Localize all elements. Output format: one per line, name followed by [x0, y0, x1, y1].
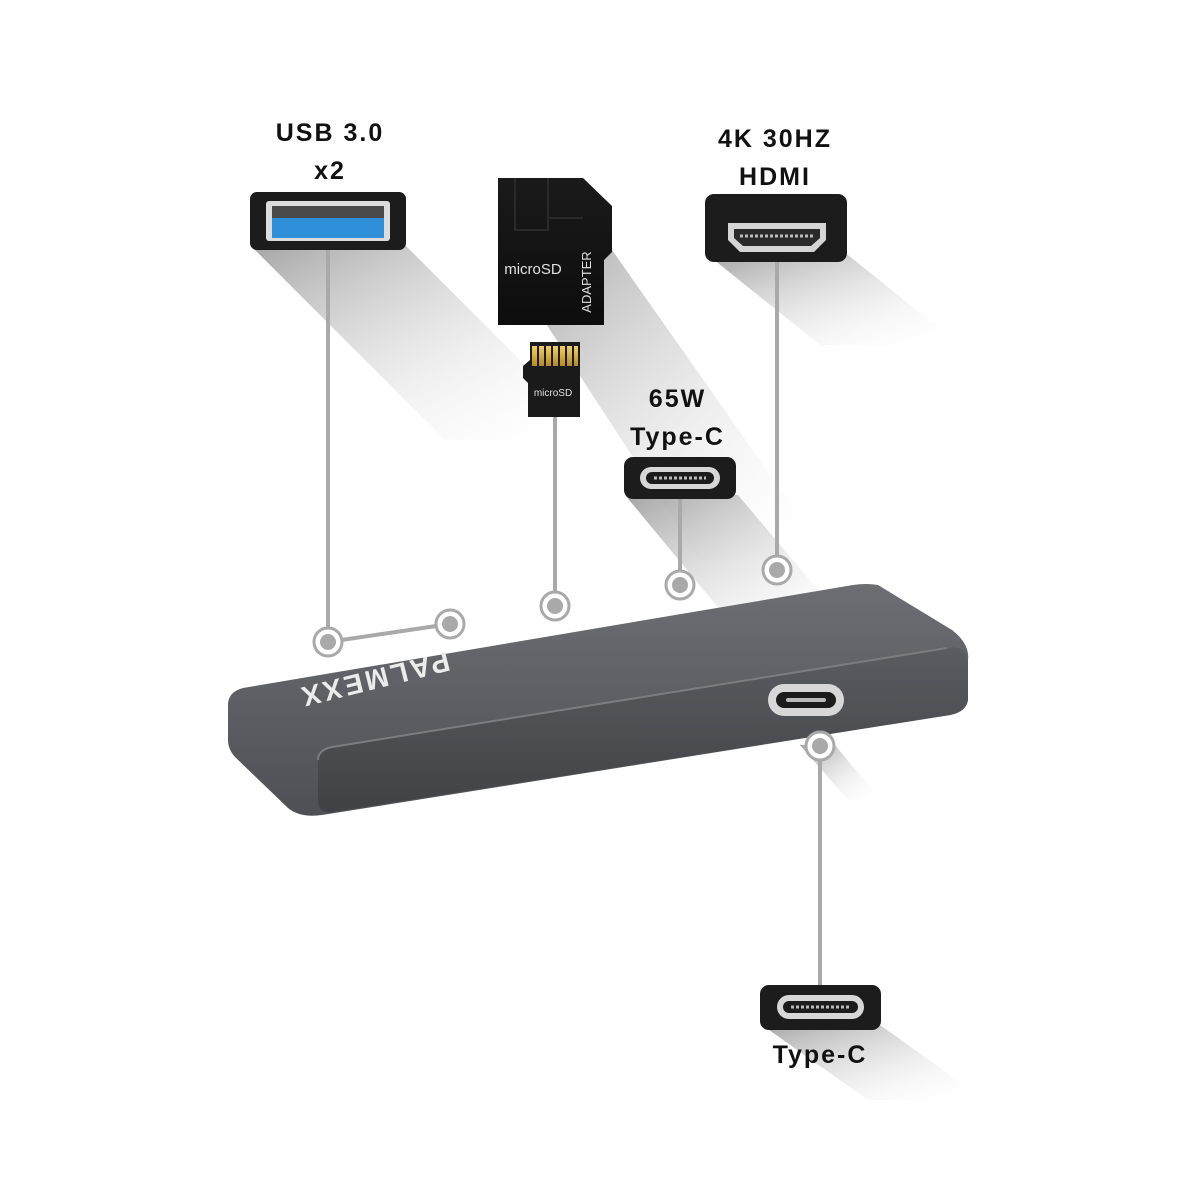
- usb-c-hub: [228, 584, 969, 816]
- usb-label: USB 3.0 x2: [250, 114, 410, 190]
- usb-shadow: [250, 245, 600, 440]
- hub-edge-highlight: [317, 647, 948, 761]
- sd-adapter-ridges: [514, 178, 583, 231]
- usbc-port-inner: [783, 1001, 858, 1013]
- bottom-type-c-port-icon: [760, 985, 881, 1030]
- hub-type-c-pins: [786, 698, 826, 702]
- pd-label-line2: Type-C: [630, 423, 725, 451]
- sd-adapter-brand: microSD: [504, 261, 562, 278]
- leader-lines: [326, 250, 822, 988]
- usb-dot-1: [312, 626, 344, 658]
- sd-dot: [539, 590, 571, 622]
- hdmi-label-line2: HDMI: [739, 163, 811, 191]
- usb-port-contacts: [272, 206, 384, 218]
- usb-label-line1: USB 3.0: [275, 119, 385, 147]
- hdmi-port-icon: [705, 194, 847, 262]
- pd-type-c-port-icon: [624, 457, 736, 499]
- pd-label: 65W Type-C: [600, 380, 755, 456]
- usb-label-line2: x2: [314, 157, 346, 185]
- usbc-shadow: [762, 1025, 985, 1100]
- pd-label-line1: 65W: [648, 385, 707, 413]
- usbc-label-line1: Type-C: [772, 1041, 868, 1069]
- microsd-adapter-icon: microSD ADAPTER: [498, 178, 612, 325]
- usb-dot-2: [434, 608, 466, 640]
- microsd-card-body: [523, 342, 580, 417]
- hdmi-shadow: [708, 255, 960, 345]
- pd-dot: [664, 569, 696, 601]
- sd-adapter-body: [498, 178, 612, 325]
- hdmi-dot: [761, 554, 793, 586]
- hdmi-label-line1: 4K 30HZ: [717, 125, 833, 153]
- microsd-card-icon: microSD: [523, 342, 580, 417]
- long-shadows: [250, 245, 985, 1100]
- usb-port-tongue: [272, 218, 384, 238]
- callout-dots: [312, 554, 836, 762]
- microsd-card-text: microSD: [534, 388, 572, 399]
- usb-leader-line-2: [327, 622, 451, 644]
- usb-port-icon: [250, 192, 406, 250]
- sd-shadow: [498, 250, 830, 560]
- usbc-dot: [804, 730, 836, 762]
- hdmi-label: 4K 30HZ HDMI: [690, 120, 860, 196]
- sd-adapter-side-text: ADAPTER: [579, 251, 594, 312]
- usbc-label: Type-C: [740, 1036, 900, 1074]
